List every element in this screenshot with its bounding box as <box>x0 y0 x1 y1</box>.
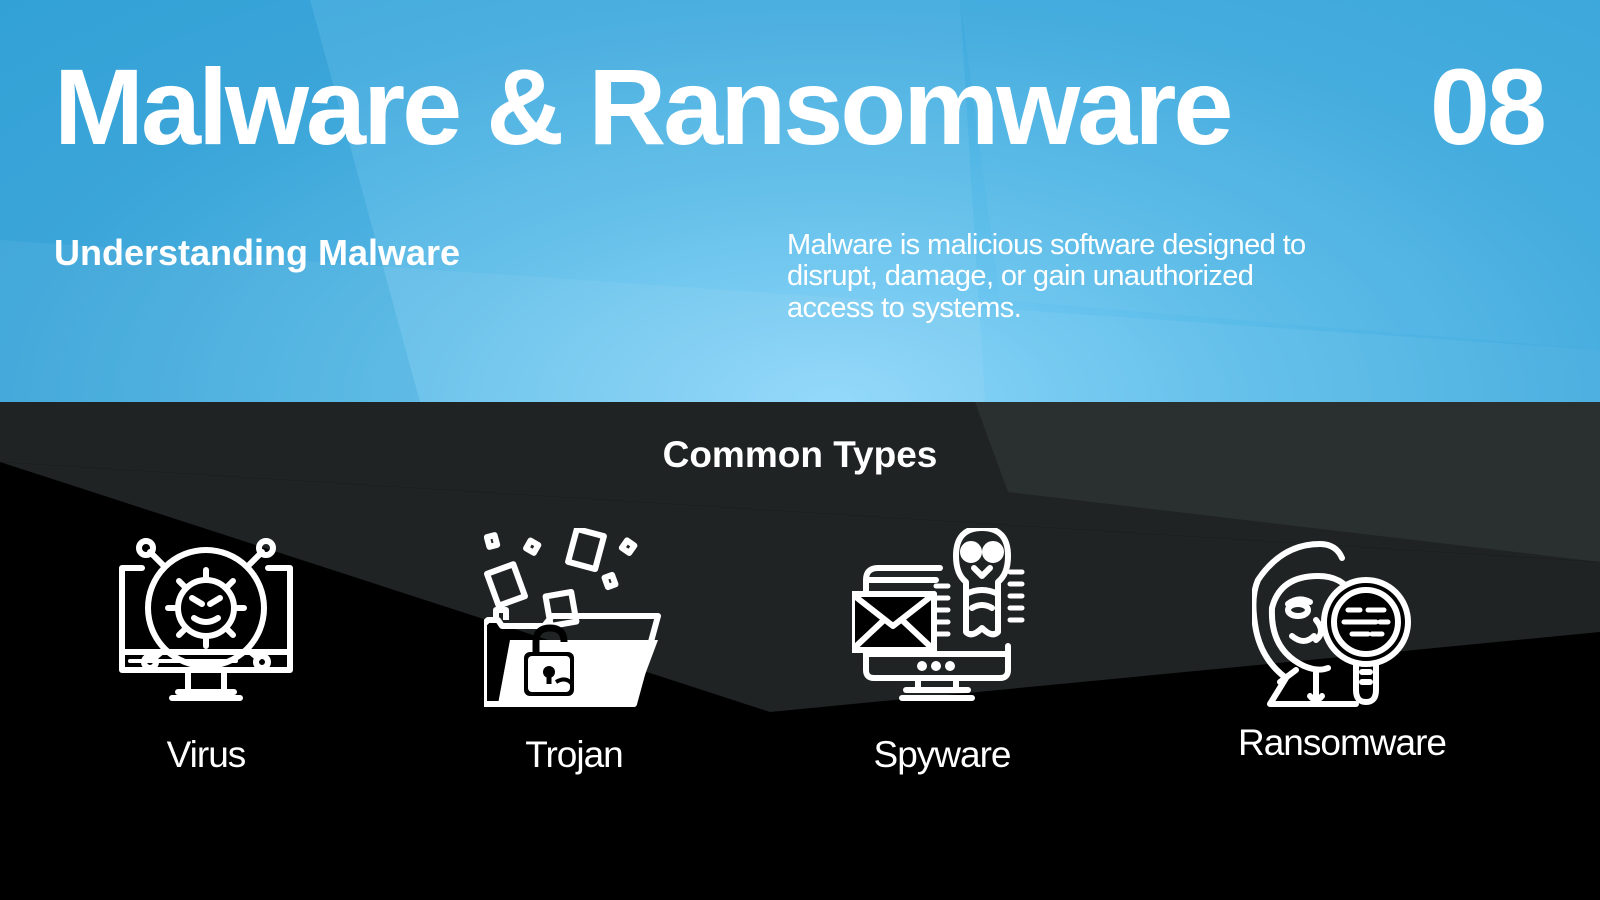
hacker-magnifier-icon <box>1252 540 1432 720</box>
type-label-ransomware: Ransomware <box>1238 722 1447 763</box>
page-title: Malware & Ransomware <box>54 46 1233 167</box>
types-section: Common Types <box>0 402 1600 900</box>
section-subtitle: Understanding Malware <box>54 232 461 273</box>
background-facets-dark <box>0 402 1600 712</box>
virus-monitor-icon <box>116 528 296 708</box>
common-types-heading: Common Types <box>662 434 938 475</box>
type-label-virus: Virus <box>166 734 247 775</box>
background-facets <box>0 0 1600 402</box>
trojan-folder-icon <box>484 528 664 708</box>
malware-description: Malware is malicious software designed t… <box>787 229 1306 324</box>
type-label-trojan: Trojan <box>525 734 624 775</box>
slide-number: 08 <box>1429 46 1547 167</box>
spyware-owl-icon <box>852 528 1032 708</box>
header-section: Malware & Ransomware 08 Understanding Ma… <box>0 0 1600 402</box>
type-label-spyware: Spyware <box>873 734 1012 775</box>
